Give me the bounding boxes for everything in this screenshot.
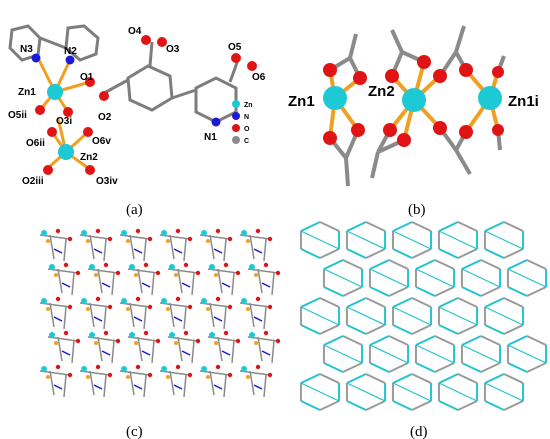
n3-atom [31, 53, 41, 63]
label-o5ii: O5ii [8, 110, 27, 121]
label-o4: O4 [128, 26, 142, 37]
label-o2iii: O2iii [22, 176, 44, 187]
panel-c-packing: (c) [39, 228, 281, 439]
legend-n-label: N [244, 114, 249, 121]
legend-o-label: O [244, 126, 250, 133]
label-o3i: O3i [56, 116, 72, 127]
o6ii-atom [47, 127, 57, 137]
atoms-a [31, 35, 257, 175]
caption-b: (b) [408, 202, 426, 218]
legend-o-swatch [232, 124, 240, 132]
o6-atom [247, 61, 257, 71]
zn1-atom [47, 84, 63, 100]
cluster-oxygens [323, 55, 504, 147]
label-zn2: Zn2 [80, 152, 98, 163]
label-o6v: O6v [92, 136, 111, 147]
label-o1: O1 [80, 72, 94, 83]
caption-d: (d) [410, 424, 428, 439]
panel-d-topology: (d) [299, 221, 548, 439]
cluster-zn2-atom [402, 88, 426, 112]
o2iii-atom [43, 165, 53, 175]
n1-atom [211, 117, 221, 127]
o3iv-atom [85, 165, 95, 175]
panel-b-cluster: Zn1 Zn2 Zn1i (b) [288, 25, 539, 218]
label-o2: O2 [98, 112, 112, 123]
caption-a: (a) [126, 202, 143, 218]
o3-atom [157, 37, 167, 47]
legend-zn-swatch [232, 100, 240, 108]
o5-atom [231, 53, 241, 63]
cluster-zn1i-atom [478, 86, 502, 110]
label-o3iv: O3iv [96, 176, 118, 187]
o1-atom [85, 77, 95, 87]
cluster-zn1-atom [323, 86, 347, 110]
o5ii-atom [35, 105, 45, 115]
label-o6: O6 [252, 72, 266, 83]
cluster-carbon [328, 25, 506, 187]
label-zn1: Zn1 [18, 87, 36, 98]
label-n1: N1 [204, 132, 217, 143]
packing-lattice [39, 228, 281, 398]
legend-n-swatch [232, 112, 240, 120]
element-legend: Zn N O C [232, 100, 253, 145]
label-cluster-zn2: Zn2 [368, 83, 395, 100]
caption-c: (c) [126, 424, 143, 439]
label-cluster-zn1: Zn1 [288, 93, 315, 110]
o6v-atom [83, 127, 93, 137]
legend-c-swatch [232, 136, 240, 144]
zn2-atom [58, 144, 74, 160]
legend-zn-label: Zn [244, 102, 253, 109]
label-o5: O5 [228, 42, 242, 53]
atom-labels-a: N3 N2 Zn1 O1 O5ii O3i O2 O6ii O6v Zn2 O2… [8, 26, 266, 187]
topology-net [299, 221, 548, 411]
n2-atom [65, 55, 75, 65]
o4-atom [141, 35, 151, 45]
label-o3: O3 [166, 44, 180, 55]
o3i-atom [63, 107, 73, 117]
label-o6ii: O6ii [26, 138, 45, 149]
panel-a-structure: N3 N2 Zn1 O1 O5ii O3i O2 O6ii O6v Zn2 O2… [8, 24, 266, 218]
label-n3: N3 [20, 44, 33, 55]
o2-atom [99, 91, 109, 101]
legend-c-label: C [244, 138, 249, 145]
label-cluster-zn1i: Zn1i [508, 93, 539, 110]
label-n2: N2 [64, 46, 77, 57]
